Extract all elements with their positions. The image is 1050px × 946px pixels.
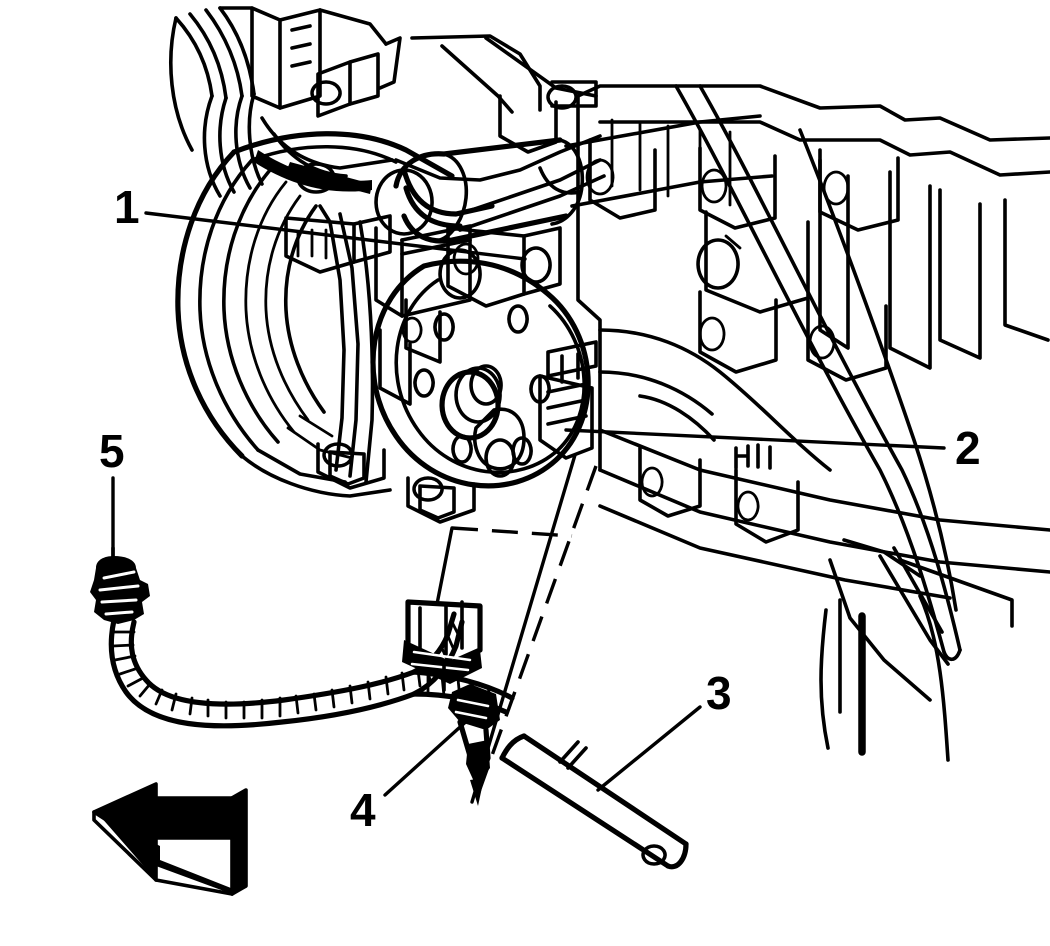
leader-long-diagonal xyxy=(470,453,577,804)
harness-end-connector xyxy=(448,684,500,806)
leader-3 xyxy=(596,705,702,792)
callout-label-5: 5 xyxy=(99,425,125,477)
upper-pipe-assembly xyxy=(169,6,606,236)
pressure-sensor xyxy=(90,546,150,624)
tube-assembly xyxy=(499,733,689,870)
callout-label-4: 4 xyxy=(350,784,376,836)
leader-4 xyxy=(383,716,472,797)
refrigerant-hose xyxy=(674,84,962,666)
leader-lines xyxy=(111,211,946,804)
leader-bracket-vertical xyxy=(435,526,454,606)
leader-second-diagonal xyxy=(474,465,598,801)
ac-compressor xyxy=(175,131,598,524)
callout-label-1: 1 xyxy=(114,181,140,233)
leader-1 xyxy=(144,211,527,261)
callout-label-3: 3 xyxy=(706,667,732,719)
electrical-connector xyxy=(402,599,483,692)
direction-arrow[interactable] xyxy=(92,782,248,896)
callout-numbers: 1 2 3 4 5 xyxy=(99,181,981,836)
leader-2 xyxy=(564,428,946,450)
callout-label-2: 2 xyxy=(955,422,981,474)
accumulator-cylinder xyxy=(393,114,774,244)
